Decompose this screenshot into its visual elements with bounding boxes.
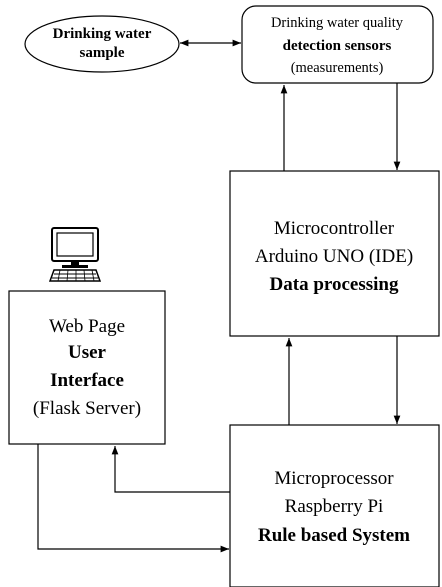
microprocessor-label-line1: Microprocessor (274, 468, 394, 489)
microcontroller-node: Microcontroller Arduino UNO (IDE) Data p… (229, 170, 440, 337)
webpage-label-line2: User (68, 342, 107, 363)
webpage-label-line1: Web Page (49, 316, 125, 337)
sample-label-line1: Drinking water (53, 26, 152, 42)
microcontroller-label-line3: Data processing (270, 274, 399, 295)
webpage-to-processor-arrow (37, 444, 229, 553)
processor-to-webpage-arrow (111, 446, 230, 493)
sensors-label-line2: detection sensors (283, 38, 392, 54)
microprocessor-label-line3: Rule based System (258, 525, 410, 546)
sensors-label-line3: (measurements) (291, 60, 384, 76)
sample-node: Drinking water sample (24, 15, 180, 73)
webpage-label-line3: Interface (50, 370, 124, 391)
sensors-node: Drinking water quality detection sensors… (241, 5, 434, 84)
microprocessor-label-line2: Raspberry Pi (285, 496, 384, 517)
microcontroller-label-line1: Microcontroller (274, 218, 395, 239)
sensors-label-line1: Drinking water quality (271, 15, 404, 31)
microprocessor-node: Microprocessor Raspberry Pi Rule based S… (229, 424, 440, 587)
webpage-node: Web Page User Interface (Flask Server) (8, 290, 166, 445)
sample-label-line2: sample (80, 45, 125, 61)
webpage-label-line4: (Flask Server) (33, 398, 141, 419)
desktop-computer-icon (48, 227, 102, 282)
microcontroller-label-line2: Arduino UNO (IDE) (255, 246, 413, 267)
